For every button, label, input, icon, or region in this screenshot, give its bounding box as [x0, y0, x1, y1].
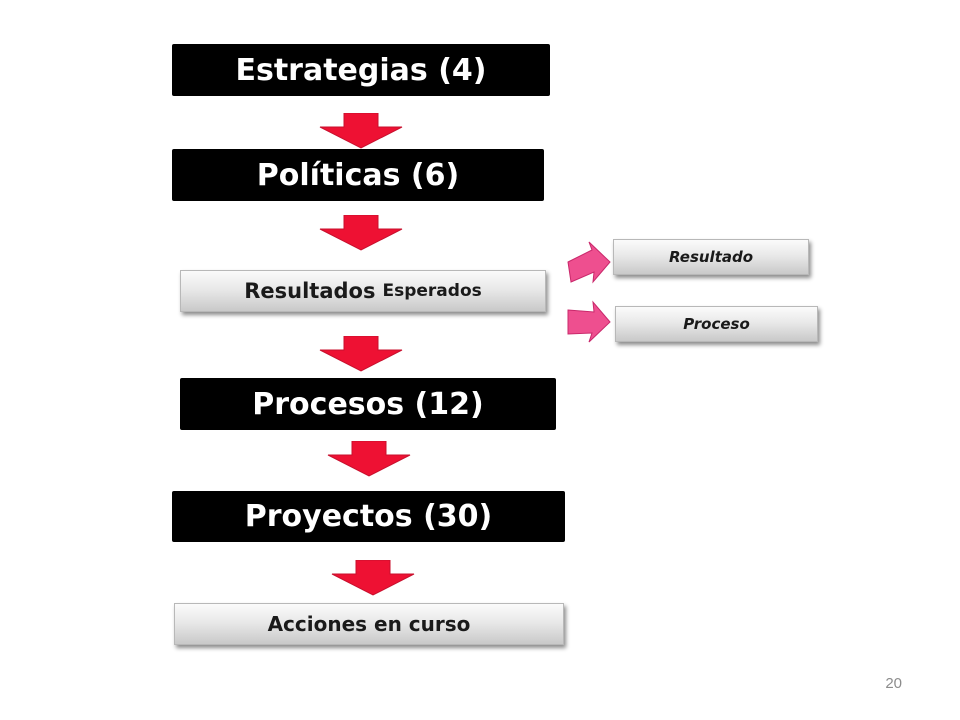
- proyectos-box: Proyectos (30): [172, 491, 565, 542]
- side-arrow-proceso: [567, 300, 611, 343]
- estrategias-label: Estrategias (4): [235, 52, 487, 88]
- acciones-box: Acciones en curso: [174, 603, 564, 645]
- down-arrow-4: [327, 441, 411, 477]
- resultados-label: Resultados: [244, 279, 376, 303]
- procesos-label: Procesos (12): [252, 386, 484, 422]
- resultado-box: Resultado: [613, 239, 809, 275]
- estrategias-box: Estrategias (4): [172, 44, 550, 96]
- proyectos-label: Proyectos (30): [244, 499, 493, 534]
- acciones-label: Acciones en curso: [267, 612, 471, 636]
- procesos-box: Procesos (12): [180, 378, 556, 430]
- politicas-box: Políticas (6): [172, 149, 544, 201]
- resultado-label: Resultado: [668, 248, 754, 266]
- down-arrow-3: [319, 336, 403, 372]
- proceso-label: Proceso: [683, 315, 750, 333]
- politicas-label: Políticas (6): [256, 157, 460, 193]
- down-arrow-1: [319, 113, 403, 149]
- down-arrow-5: [331, 560, 415, 596]
- side-arrow-resultado: [567, 241, 611, 284]
- resultados-esperados-box: Resultados Esperados: [180, 270, 546, 312]
- page-number: 20: [885, 675, 902, 692]
- proceso-box: Proceso: [615, 306, 818, 342]
- esperados-label: Esperados: [382, 281, 482, 301]
- down-arrow-2: [319, 215, 403, 251]
